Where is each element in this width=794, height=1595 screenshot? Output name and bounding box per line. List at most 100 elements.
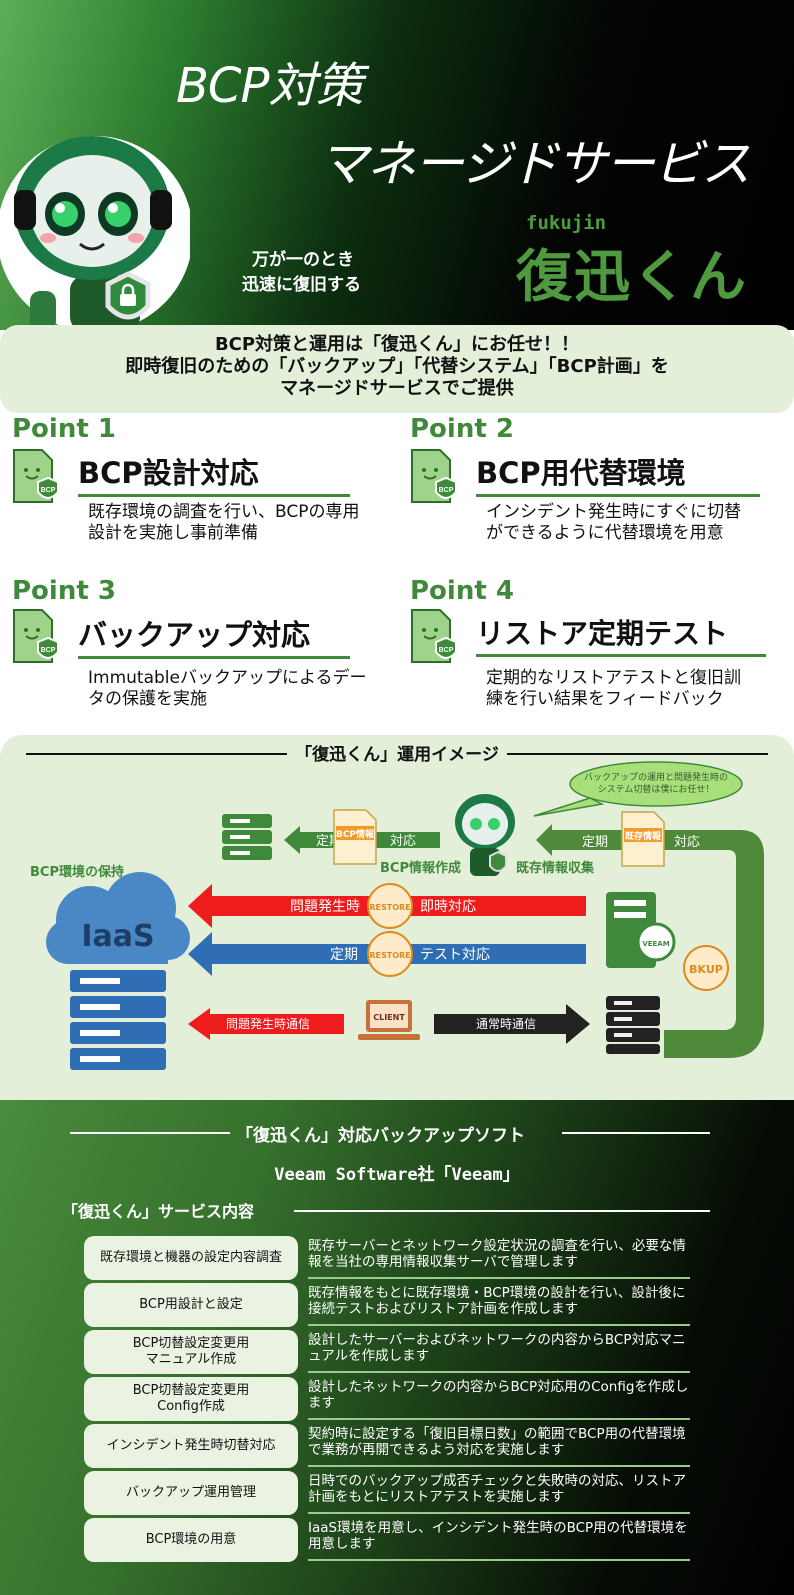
- point1-label: Point 1: [12, 414, 116, 444]
- backup-icon: BKUP: [683, 945, 729, 991]
- doc-left-label: BCP情報: [336, 828, 375, 840]
- bcp-document-icon: BCP: [411, 609, 456, 663]
- service-row: バックアップ運用管理 日時でのバックアップ成否チェックと失敗時の対応、リストア計…: [84, 1471, 696, 1515]
- bcp-env-keep-label: BCP環境の保持: [30, 864, 124, 880]
- red-arrow-right-label: 即時対応: [420, 899, 476, 915]
- client-laptop-icon: CLIENT: [358, 1000, 420, 1040]
- red-arrow-left-label: 問題発生時: [290, 899, 360, 915]
- title-line2: マネージドサービス: [318, 135, 751, 193]
- intro-line1: BCP対策と運用は「復迅くん」にお任せ！！: [214, 334, 580, 355]
- bcp-document-icon: BCP: [13, 609, 58, 663]
- existing-info-document-icon: 既存情報: [621, 811, 665, 867]
- doc-right-label: 既存情報: [625, 830, 662, 842]
- software-heading: 「復迅くん」対応バックアップソフト: [236, 1126, 525, 1146]
- black-arrow: [434, 1004, 590, 1044]
- restore-label: RESTORE: [369, 951, 410, 960]
- point2-label: Point 2: [410, 414, 514, 444]
- restore-icon: RESTORE: [367, 883, 413, 929]
- mascot-small-icon: [455, 794, 515, 876]
- point4-desc-line2: 練を行い結果をフィードバック: [486, 689, 724, 709]
- hero-banner: BCP対策 マネージドサービス 万が一のとき 迅速に復旧する fukujin 復…: [0, 0, 794, 330]
- red-small-arrow: [188, 1008, 344, 1040]
- divider-line: [294, 1210, 710, 1212]
- green-loop-arrow: [536, 824, 764, 1058]
- iaas-label: IaaS: [81, 919, 154, 954]
- intro-line3: マネージドサービスでご提供: [280, 378, 514, 399]
- right-arrow-label-a: 定期: [582, 835, 608, 850]
- bcp-server-icon: [222, 814, 272, 860]
- black-arrow-label: 通常時通信: [476, 1017, 536, 1031]
- service-row: BCP環境の用意 IaaS環境を用意し、インシデント発生時のBCP用の代替環境を…: [84, 1518, 696, 1562]
- point2-desc: インシデント発生時にすぐに切替 ができるように代替環境を用意: [486, 502, 786, 544]
- bcp-badge-text: BCP: [439, 487, 454, 494]
- point1-desc-line1: 既存環境の調査を行い、BCPの専用: [88, 502, 360, 522]
- mascot-robot-icon: [0, 136, 190, 330]
- service-name: BCP用設計と設定: [84, 1283, 298, 1327]
- ops-title: 「復迅くん」運用イメージ: [287, 745, 507, 765]
- bcp-badge-text: BCP: [439, 647, 454, 654]
- point3-desc: Immutableバックアップによるデー タの保護を実施: [88, 668, 388, 710]
- service-desc: 日時でのバックアップ成否チェックと失敗時の対応、リストア計画をもとにリストアテス…: [308, 1473, 690, 1514]
- intro-box: BCP対策と運用は「復迅くん」にお任せ！！ 即時復旧のための「バックアップ」「代…: [0, 325, 794, 413]
- right-arrow-label-b: 対応: [674, 835, 700, 850]
- point4-title: リストア定期テスト: [476, 612, 766, 657]
- point2-desc-line1: インシデント発生時にすぐに切替: [486, 502, 742, 522]
- intro-line2: 即時復旧のための「バックアップ」「代替システム」「BCP計画」を: [125, 356, 669, 377]
- veeam-label: VEEAM: [642, 940, 669, 948]
- production-server-icon: [606, 996, 660, 1054]
- bkup-label: BKUP: [689, 963, 723, 976]
- point3-desc-line1: Immutableバックアップによるデー: [88, 668, 367, 688]
- service-row: BCP切替設定変更用 マニュアル作成 設計したサーバーおよびネットワークの内容か…: [84, 1330, 696, 1374]
- point2-title: BCP用代替環境: [476, 450, 760, 497]
- service-row: 既存環境と機器の設定内容調査 既存サーバーとネットワーク設定状況の調査を行い、必…: [84, 1236, 696, 1280]
- bcp-badge-text: BCP: [41, 487, 56, 494]
- service-name: BCP切替設定変更用 マニュアル作成: [84, 1330, 298, 1374]
- service-desc: 設計したネットワークの内容からBCP対応用のConfigを作成します: [308, 1379, 690, 1420]
- bcp-info-make-label: BCP情報作成: [380, 860, 461, 876]
- tagline-line2: 迅速に復旧する: [242, 275, 361, 295]
- bubble-line2: システム切替は僕にお任せ！: [598, 783, 715, 795]
- divider-line: [70, 1132, 230, 1134]
- tagline: 万が一のとき 迅速に復旧する: [242, 248, 361, 298]
- software-name: Veeam Software社「Veeam」: [274, 1165, 520, 1185]
- service-desc: IaaS環境を用意し、インシデント発生時のBCP用の代替環境を用意します: [308, 1520, 690, 1561]
- divider-line: [562, 1132, 710, 1134]
- point1-desc-line2: 設計を実施し事前準備: [88, 523, 258, 543]
- brand-romaji: fukujin: [526, 212, 607, 234]
- service-row: BCP切替設定変更用 Config作成 設計したネットワークの内容からBCP対応…: [84, 1377, 696, 1421]
- service-row: インシデント発生時切替対応 契約時に設定する「復旧目標日数」の範囲でBCP用の代…: [84, 1424, 696, 1468]
- bcp-badge-text: BCP: [41, 647, 56, 654]
- point3-desc-line2: タの保護を実施: [88, 689, 207, 709]
- veeam-server-icon: VEEAM: [606, 892, 676, 968]
- service-desc: 既存サーバーとネットワーク設定状況の調査を行い、必要な情報を当社の専用情報収集サ…: [308, 1238, 690, 1279]
- bcp-document-icon: BCP: [13, 449, 58, 503]
- speech-bubble: [569, 761, 743, 807]
- title-line1: BCP対策: [176, 58, 363, 114]
- red-small-arrow-label: 問題発生時通信: [226, 1017, 310, 1031]
- bcp-document-icon: BCP: [411, 449, 456, 503]
- service-name: バックアップ運用管理: [84, 1471, 298, 1515]
- point3-title: バックアップ対応: [78, 612, 350, 659]
- point4-label: Point 4: [410, 576, 514, 606]
- cloud-icon: [46, 872, 190, 964]
- service-name: BCP環境の用意: [84, 1518, 298, 1562]
- bubble-line1: バックアップの運用と問題発生時の: [584, 771, 728, 783]
- restore-icon: RESTORE: [367, 931, 413, 977]
- speech-bubble-tail: [533, 797, 605, 817]
- service-desc: 契約時に設定する「復旧目標日数」の範囲でBCP用の代替環境で業務が再開できるよう…: [308, 1426, 690, 1467]
- point4-desc-line1: 定期的なリストアテストと復旧訓: [486, 668, 741, 688]
- service-row: BCP用設計と設定 既存情報をもとに既存環境・BCP環境の設計を行い、設計後に接…: [84, 1283, 696, 1327]
- point1-desc: 既存環境の調査を行い、BCPの専用 設計を実施し事前準備: [88, 502, 388, 544]
- iaas-server-icon: [70, 970, 166, 1070]
- left-arrow-label-b: 対応: [390, 834, 416, 849]
- tagline-line1: 万が一のとき: [252, 250, 354, 270]
- bcp-info-document-icon: BCP情報: [333, 809, 377, 865]
- brand-name: 復迅くん: [516, 245, 748, 310]
- client-label: CLIENT: [373, 1013, 405, 1022]
- service-desc: 既存情報をもとに既存環境・BCP環境の設計を行い、設計後に接続テストおよびリスト…: [308, 1285, 690, 1326]
- blue-arrow-right-label: テスト対応: [420, 947, 490, 963]
- blue-arrow-left-label: 定期: [330, 947, 358, 963]
- service-desc: 設計したサーバーおよびネットワークの内容からBCP対応マニュアルを作成します: [308, 1332, 690, 1373]
- services-heading: 「復迅くん」サービス内容: [62, 1202, 255, 1221]
- point3-label: Point 3: [12, 576, 116, 606]
